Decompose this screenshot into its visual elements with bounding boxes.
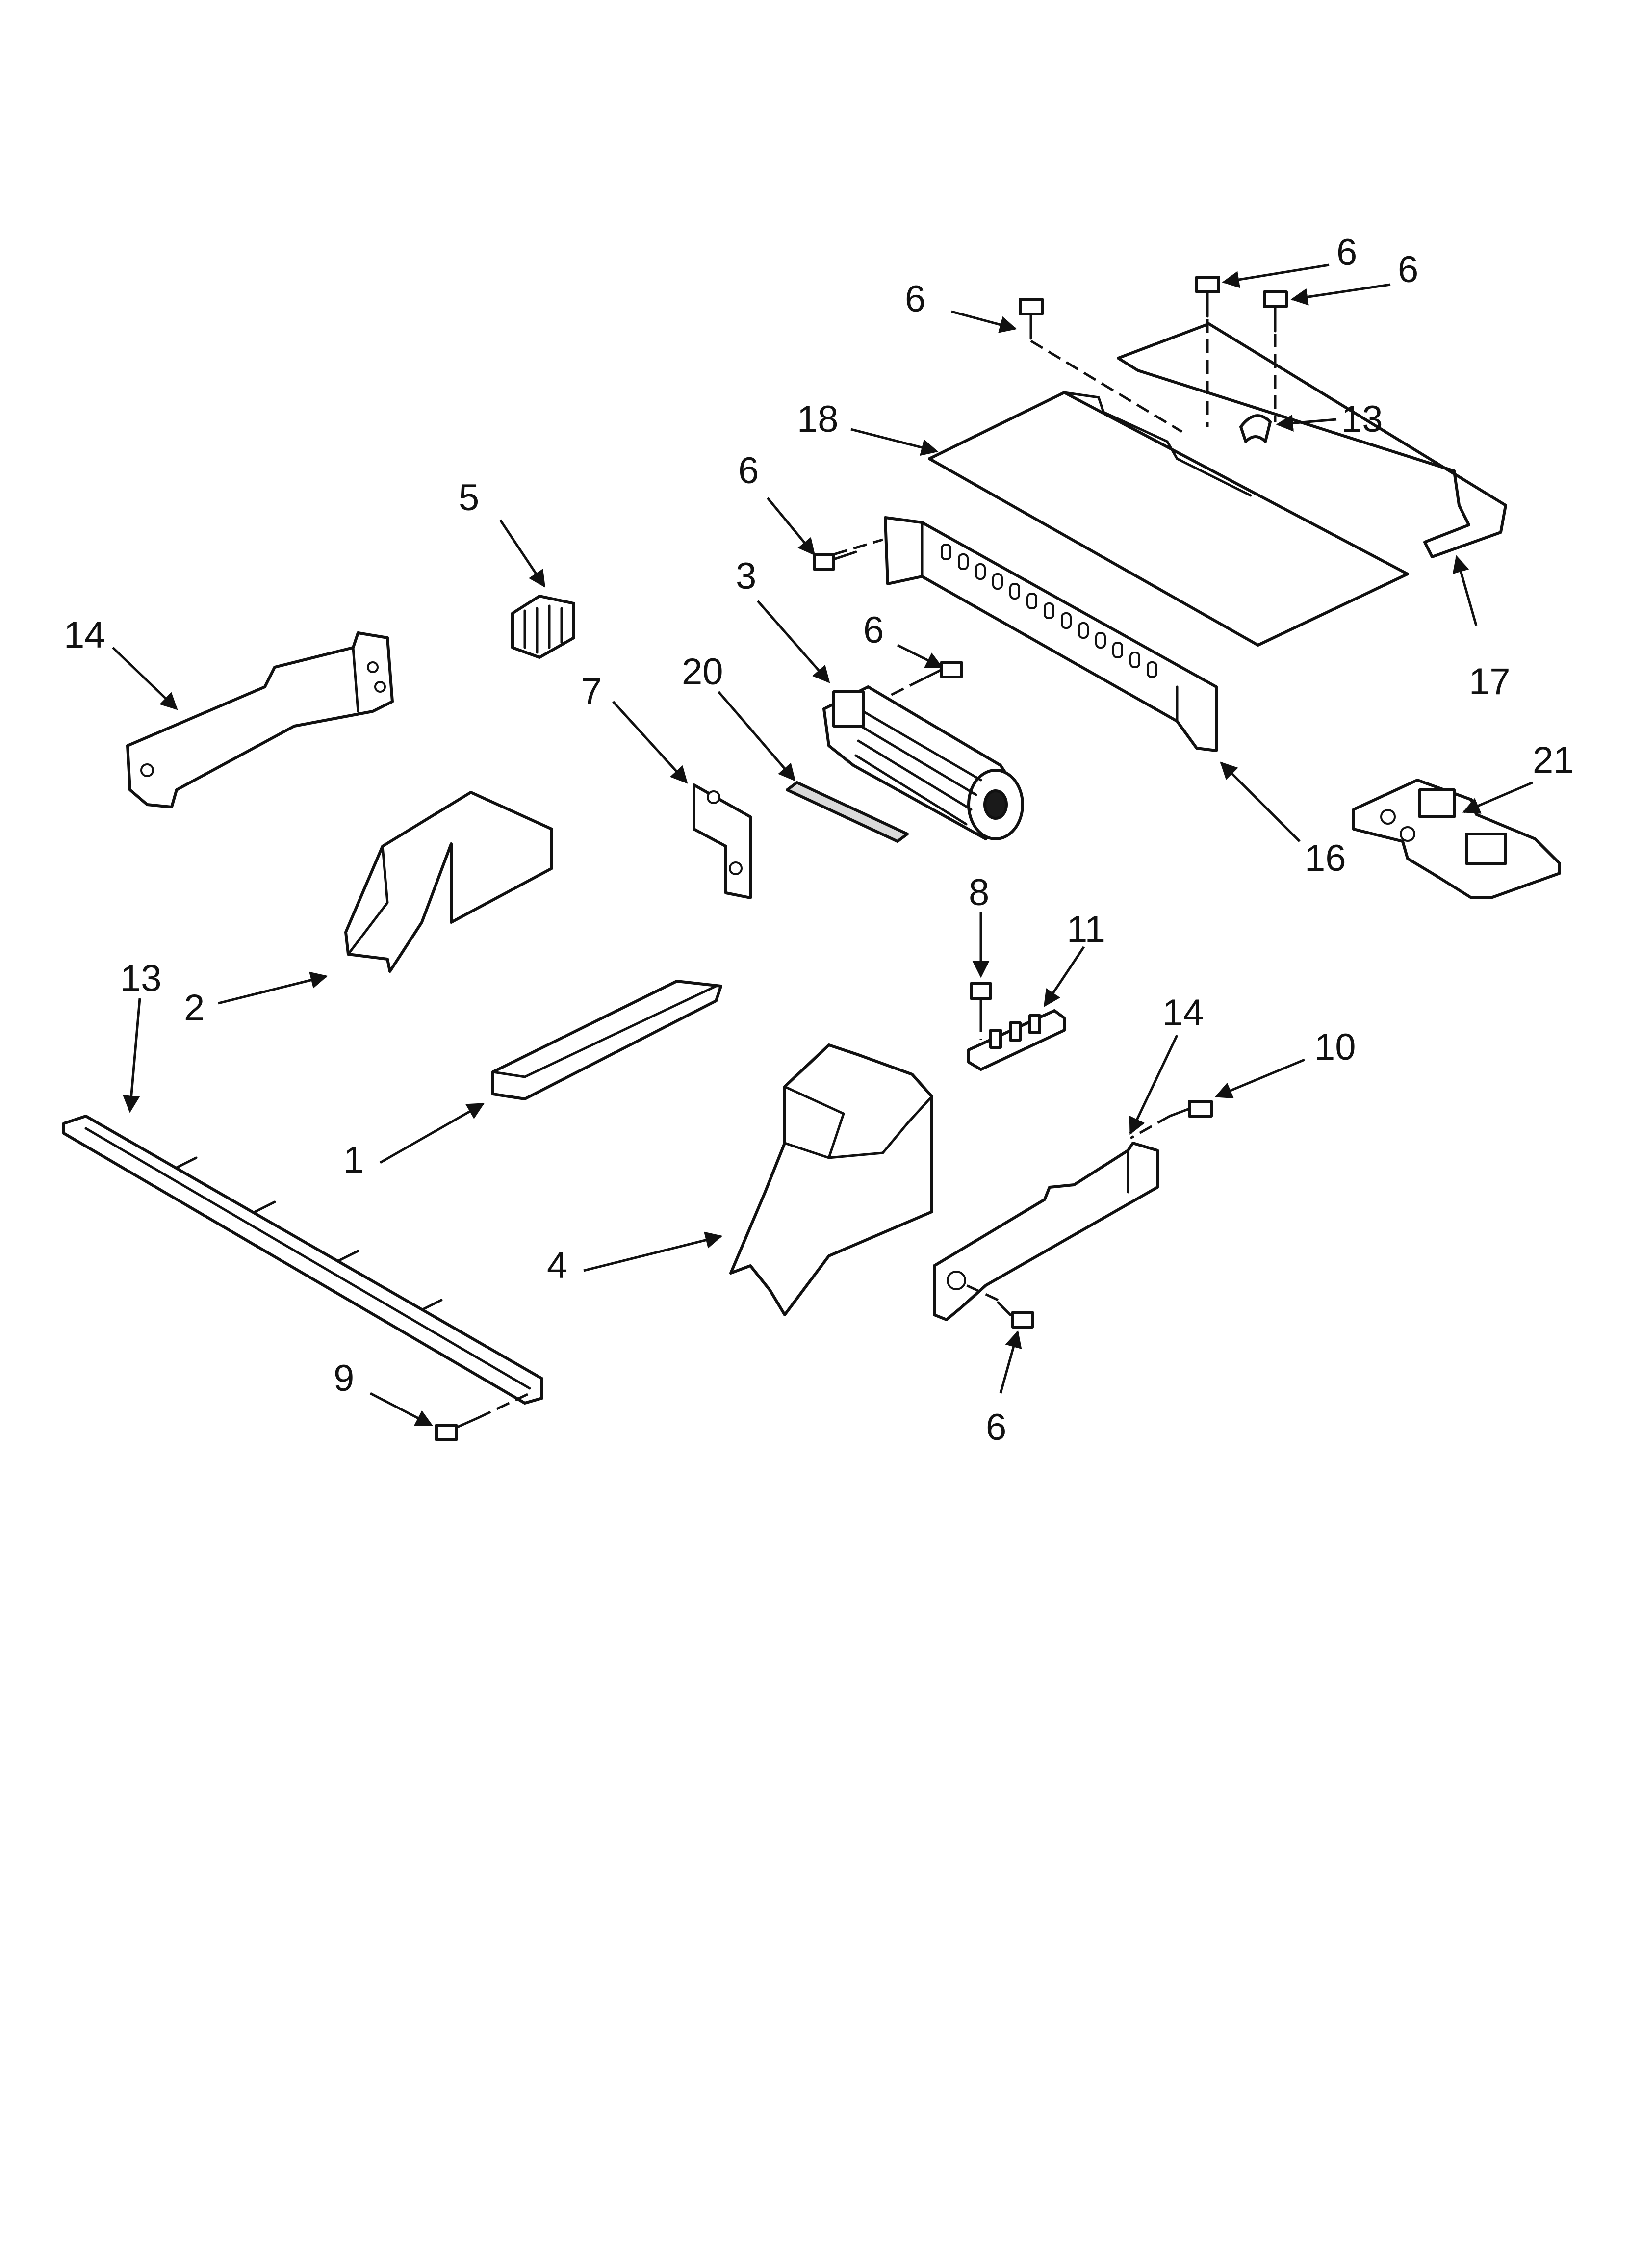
part-8-screw — [970, 982, 992, 1019]
callout-18: 18 — [797, 398, 839, 440]
part-11-terminal-strip — [967, 1009, 1066, 1071]
assembly-lines — [477, 319, 1277, 1419]
screw-6-top-right — [1263, 290, 1288, 333]
callout-8: 8 — [969, 872, 989, 913]
part-20-strip — [786, 781, 909, 843]
callout-5: 5 — [459, 477, 479, 519]
part-21-control-board — [1352, 779, 1561, 899]
callout-6-bracket: 6 — [738, 450, 759, 492]
screw-9 — [435, 1416, 480, 1441]
callout-2: 2 — [184, 987, 205, 1029]
part-14-side-bracket-right — [933, 1142, 1159, 1321]
callout-3: 3 — [736, 555, 756, 597]
part-16-top-panel — [1117, 322, 1507, 558]
callout-21: 21 — [1533, 739, 1574, 781]
screw-6-fan — [921, 661, 963, 681]
screw-6-top-left — [1019, 298, 1044, 340]
part-13-long-rail — [62, 1115, 543, 1405]
callout-13: 13 — [120, 958, 162, 999]
leader-lines — [112, 263, 1533, 1427]
part-18-shield-panel — [928, 391, 1409, 647]
callout-labels: 6 6 6 13 18 6 5 3 6 14 17 7 20 21 16 8 1… — [64, 232, 1574, 1448]
part-17-clip — [1239, 414, 1272, 443]
callout-6-bottom: 6 — [986, 1407, 1006, 1448]
callout-14-left: 14 — [64, 614, 105, 656]
callout-1: 1 — [343, 1139, 364, 1181]
part-4-lower-duct — [729, 1043, 933, 1316]
bracket-slots — [941, 544, 1157, 678]
callout-9: 9 — [334, 1357, 354, 1399]
callout-10: 10 — [1314, 1026, 1356, 1068]
callout-6-upper-mid: 6 — [1336, 232, 1357, 273]
callout-6-upper-left: 6 — [905, 278, 925, 320]
callout-6-fan: 6 — [863, 609, 884, 651]
screw-6-top-mid — [1195, 276, 1220, 318]
screw-6-bracket — [813, 550, 857, 571]
part-1-channel — [491, 980, 722, 1100]
callout-16: 17 — [1469, 661, 1511, 703]
callout-11: 11 — [1067, 909, 1105, 950]
part-5-terminal-component — [511, 595, 575, 659]
part-14-side-bracket-left — [126, 631, 394, 808]
callout-17: 13 — [1341, 398, 1383, 440]
callout-14-right: 14 — [1162, 992, 1204, 1034]
screw-6-bottom — [997, 1301, 1034, 1329]
part-3-blower-fan — [822, 685, 1024, 840]
callout-6-upper-right: 6 — [1398, 249, 1418, 290]
callout-4: 4 — [547, 1245, 567, 1286]
callout-15: 16 — [1305, 837, 1346, 879]
screw-10 — [1168, 1100, 1213, 1118]
callout-20: 20 — [682, 651, 723, 693]
part-2-duct — [344, 791, 553, 973]
callout-7: 7 — [581, 671, 602, 712]
part-7-small-bracket — [693, 783, 752, 899]
part-15-perforated-bracket — [884, 516, 1218, 752]
